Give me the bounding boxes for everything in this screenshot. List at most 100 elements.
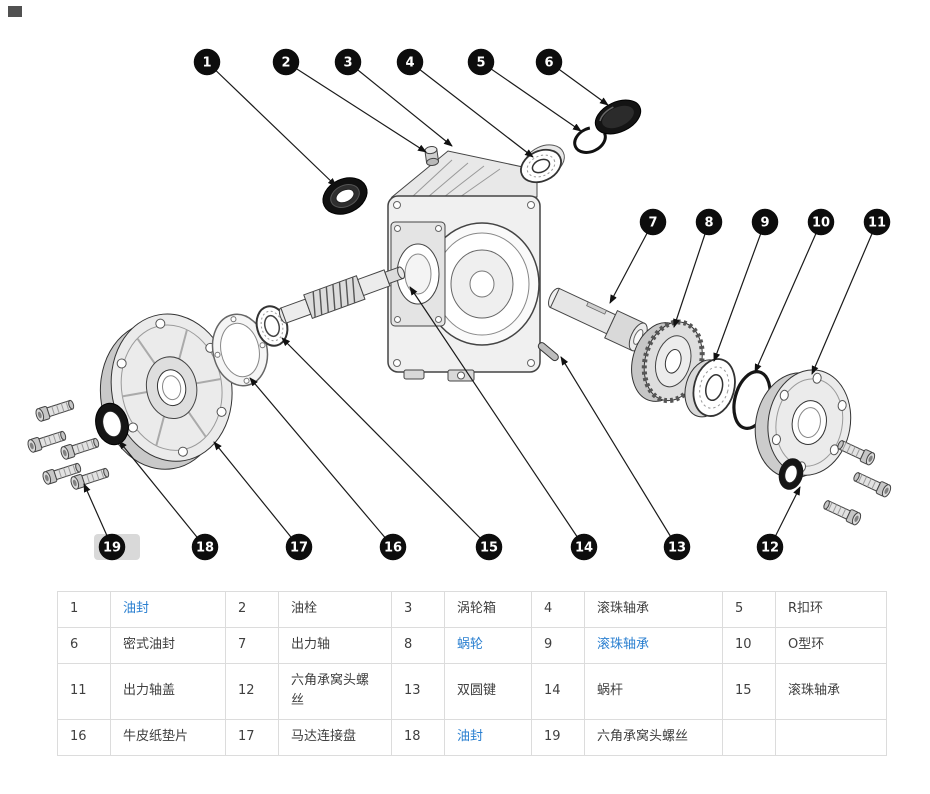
- callout-number: 16: [384, 541, 402, 556]
- leader-line: [118, 440, 206, 548]
- part-number-cell: 4: [531, 591, 585, 628]
- part-name-link[interactable]: 蜗轮: [457, 636, 484, 652]
- part-name-text: 出力轴盖: [123, 682, 176, 698]
- callout-4: 4: [396, 48, 534, 158]
- part-name-cell: 涡轮箱: [444, 591, 532, 628]
- part-name-cell: 油封: [444, 719, 532, 756]
- callout-number: 11: [868, 216, 886, 231]
- callout-12: 12: [756, 486, 801, 561]
- part-name-cell: 蜗杆: [584, 662, 723, 721]
- callout-3: 3: [334, 48, 453, 147]
- callout-circle: [663, 533, 691, 561]
- callout-circle: [285, 533, 313, 561]
- part-name-text: 涡轮箱: [457, 601, 497, 616]
- part-name-link[interactable]: 滚珠轴承: [597, 636, 650, 652]
- part-number-cell: 5: [722, 591, 776, 628]
- callout-number: 5: [476, 56, 485, 71]
- callout-14: 14: [409, 286, 598, 561]
- callout-number: 17: [290, 541, 308, 556]
- part-name-text: 油栓: [291, 601, 318, 616]
- motor-flange-part: [99, 313, 233, 470]
- callout-number: 18: [196, 541, 214, 556]
- output-shaft-part: [548, 287, 648, 352]
- part-name-text: R扣环: [788, 601, 824, 616]
- seal-ring-right-part: [778, 458, 804, 490]
- part-number-cell: 13: [391, 662, 445, 721]
- callout-circle: [807, 208, 835, 236]
- part-name-link[interactable]: 油封: [457, 729, 484, 745]
- leader-line: [673, 221, 710, 328]
- callout-15: 15: [281, 337, 503, 561]
- part-name-cell: 密式油封: [110, 626, 226, 664]
- part-number-cell: 10: [722, 626, 776, 664]
- oil-seal-left-part: [95, 402, 129, 446]
- callout-circle: [334, 48, 362, 76]
- part-number-cell: 18: [391, 719, 445, 756]
- part-number-cell: 2: [225, 591, 279, 628]
- callout-number: 14: [575, 541, 593, 556]
- callout-16: 16: [249, 377, 407, 561]
- part-number-cell: 19: [531, 719, 585, 756]
- gearbox-housing-part: [387, 150, 541, 382]
- callout-number: 4: [405, 56, 414, 71]
- leader-line: [480, 61, 582, 132]
- part-name-cell: 出力轴盖: [110, 662, 226, 721]
- part-name-text: 牛皮纸垫片: [123, 729, 189, 745]
- worm-shaft-part: [278, 266, 406, 324]
- callout-circle: [467, 48, 495, 76]
- callout-number: 7: [648, 216, 657, 231]
- callout-13: 13: [560, 356, 691, 561]
- leader-line: [206, 61, 337, 187]
- callout-5: 5: [467, 48, 582, 132]
- callout-number: 3: [343, 56, 352, 71]
- callout-number: 1: [202, 56, 211, 71]
- part-number-cell: 12: [225, 662, 279, 721]
- callout-circle: [695, 208, 723, 236]
- callout-circle: [751, 208, 779, 236]
- oil-plug-part: [424, 146, 440, 167]
- part-name-cell: O型环: [775, 626, 887, 664]
- part-name-link[interactable]: 油封: [123, 601, 150, 616]
- callout-7: 7: [609, 208, 667, 304]
- callout-number: 9: [760, 216, 769, 231]
- part-number-cell: 7: [225, 626, 279, 664]
- part-number-cell: 1: [57, 591, 111, 628]
- callout-number: 19: [103, 541, 121, 556]
- ball-bearing-top-part: [520, 144, 565, 184]
- part-name-cell: 油封: [110, 591, 226, 628]
- part-name-cell: 蜗轮: [444, 626, 532, 664]
- callout-circle: [570, 533, 598, 561]
- callout-number: 2: [281, 56, 290, 71]
- double-round-key-part: [537, 342, 559, 362]
- part-name-cell: 牛皮纸垫片: [110, 719, 226, 756]
- part-name-cell: 六角承窝头螺丝: [278, 662, 392, 721]
- worm-wheel-part: [631, 319, 705, 404]
- part-name-text: 双圆键: [457, 682, 497, 698]
- part-number-cell: [722, 719, 776, 756]
- part-name-cell: 双圆键: [444, 662, 532, 721]
- leader-line: [409, 61, 534, 158]
- callout-11: 11: [811, 208, 891, 375]
- callout-circle: [379, 533, 407, 561]
- part-name-text: 滚珠轴承: [597, 601, 650, 616]
- leader-line: [285, 61, 427, 153]
- leader-line: [347, 61, 453, 147]
- leader-line: [754, 221, 822, 373]
- callout-17: 17: [213, 441, 313, 561]
- part-number-cell: 9: [531, 626, 585, 664]
- part-name-cell: 马达连接盘: [278, 719, 392, 756]
- part-name-text: 马达连接盘: [291, 729, 357, 745]
- part-number-cell: 11: [57, 662, 111, 721]
- part-name-text: 蜗杆: [597, 682, 624, 698]
- callout-circle: [98, 533, 126, 561]
- sealed-oil-seal-part: [594, 99, 642, 135]
- callout-number: 12: [761, 541, 779, 556]
- callout-circle: [193, 48, 221, 76]
- leader-line: [560, 356, 678, 548]
- callout-number: 6: [544, 56, 553, 71]
- callout-19: 19: [83, 483, 126, 561]
